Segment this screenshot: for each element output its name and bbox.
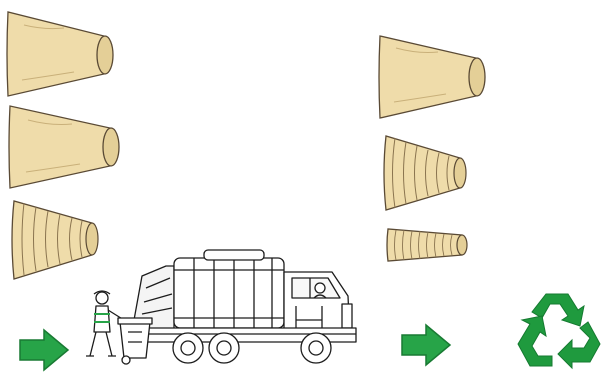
recycling-symbol-icon xyxy=(514,288,604,372)
paper-cone-icon xyxy=(6,104,122,190)
garbage-truck-icon xyxy=(134,250,356,363)
wheelie-bin-icon xyxy=(118,318,152,364)
right-arrow-icon xyxy=(400,323,452,367)
crushed-paper-cone-icon xyxy=(384,225,470,265)
garbage-truck-scene xyxy=(84,248,362,372)
paper-cone-icon xyxy=(4,10,116,98)
compressed-paper-cone-icon xyxy=(380,132,468,214)
right-arrow-icon xyxy=(18,328,70,372)
paper-cone-icon xyxy=(376,34,488,120)
